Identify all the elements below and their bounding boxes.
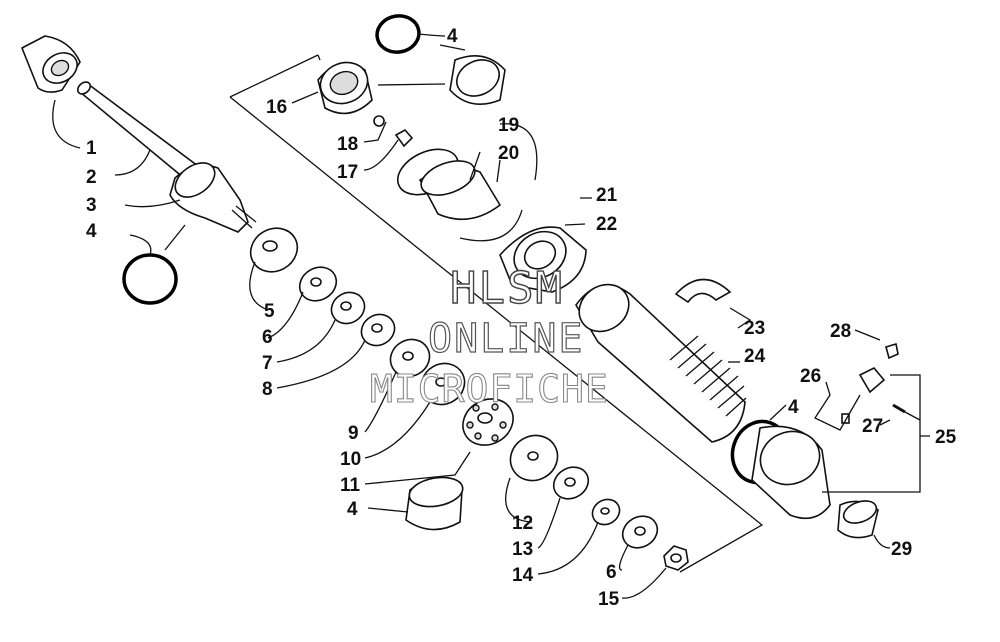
part-25-reservoir-body — [751, 425, 831, 520]
callout-17: 17 — [337, 162, 358, 183]
callout-4-top: 4 — [447, 26, 458, 47]
part-13-shim — [552, 466, 590, 500]
callout-12: 12 — [512, 513, 533, 534]
callout-26: 26 — [800, 366, 821, 387]
callout-11: 11 — [340, 475, 361, 496]
part-4-band-bottom — [405, 476, 464, 531]
callout-4-right: 4 — [788, 397, 799, 418]
callout-4-left: 4 — [86, 221, 97, 242]
callout-9: 9 — [348, 423, 359, 444]
callout-29: 29 — [891, 539, 912, 560]
part-5-washer — [249, 227, 299, 273]
callout-5: 5 — [264, 301, 275, 322]
callout-18: 18 — [337, 134, 358, 155]
part-7-shim — [330, 291, 366, 325]
watermark-line-2: ONLINE — [428, 316, 585, 362]
part-4-band-top — [449, 54, 506, 106]
callout-23: 23 — [744, 318, 765, 339]
part-20-bushing — [418, 160, 502, 221]
callout-21: 21 — [596, 185, 618, 206]
part-12-washer — [509, 434, 559, 482]
callout-19: 19 — [498, 115, 519, 136]
assembly-outline — [229, 54, 764, 573]
callout-8: 8 — [262, 379, 273, 400]
part-24-shock-body — [575, 283, 747, 443]
watermark: HLSM ONLINE MICROFICHE — [369, 262, 609, 411]
callout-20: 20 — [498, 143, 519, 164]
part-4-oring-top — [375, 14, 421, 54]
part-22-lock-ring — [513, 230, 567, 280]
part-9-shim — [389, 338, 431, 378]
part-15-nut — [663, 545, 689, 571]
part-6-shim-lower — [621, 515, 659, 549]
callout-13: 13 — [512, 539, 533, 560]
callout-10: 10 — [340, 449, 361, 470]
part-3-rod-end — [169, 162, 257, 233]
part-1-eyelet — [20, 35, 81, 93]
part-26-valve-body — [841, 367, 886, 424]
callout-6: 6 — [262, 327, 273, 348]
leader-lines — [52, 33, 930, 599]
callout-15: 15 — [598, 589, 620, 610]
callout-7: 7 — [262, 353, 273, 374]
callout-labels: 1 2 3 4 4 4 4 5 6 6 7 8 9 10 11 12 13 14… — [86, 26, 957, 610]
part-18-oring — [373, 115, 385, 127]
part-8-shim — [360, 313, 396, 347]
callout-27: 27 — [862, 416, 883, 437]
part-14-shim — [591, 498, 621, 526]
watermark-line-3: MICROFICHE — [370, 367, 609, 411]
watermark-line-1: HLSM — [450, 263, 564, 314]
part-2-shaft — [76, 81, 212, 190]
callout-24: 24 — [744, 346, 766, 367]
callout-6-lower: 6 — [606, 562, 617, 583]
part-16-seal-head — [317, 61, 373, 115]
part-29-end-cap — [837, 500, 879, 539]
part-11-piston — [462, 398, 514, 446]
part-23-retainer-half — [674, 278, 732, 304]
callout-16: 16 — [266, 97, 287, 118]
callout-14: 14 — [512, 565, 534, 586]
callout-2: 2 — [86, 167, 97, 188]
callout-25: 25 — [935, 427, 957, 448]
part-4-oring-left — [122, 253, 178, 305]
callout-4-bottom: 4 — [347, 499, 358, 520]
part-27-pin — [892, 403, 906, 414]
part-28-cap-screw — [885, 342, 899, 360]
part-10-shim — [420, 362, 466, 406]
part-17-valve — [394, 128, 414, 148]
part-6-shim — [298, 266, 338, 302]
callout-1: 1 — [86, 138, 97, 159]
callout-28: 28 — [830, 321, 851, 342]
callout-3: 3 — [86, 195, 97, 216]
callout-22: 22 — [596, 214, 617, 235]
